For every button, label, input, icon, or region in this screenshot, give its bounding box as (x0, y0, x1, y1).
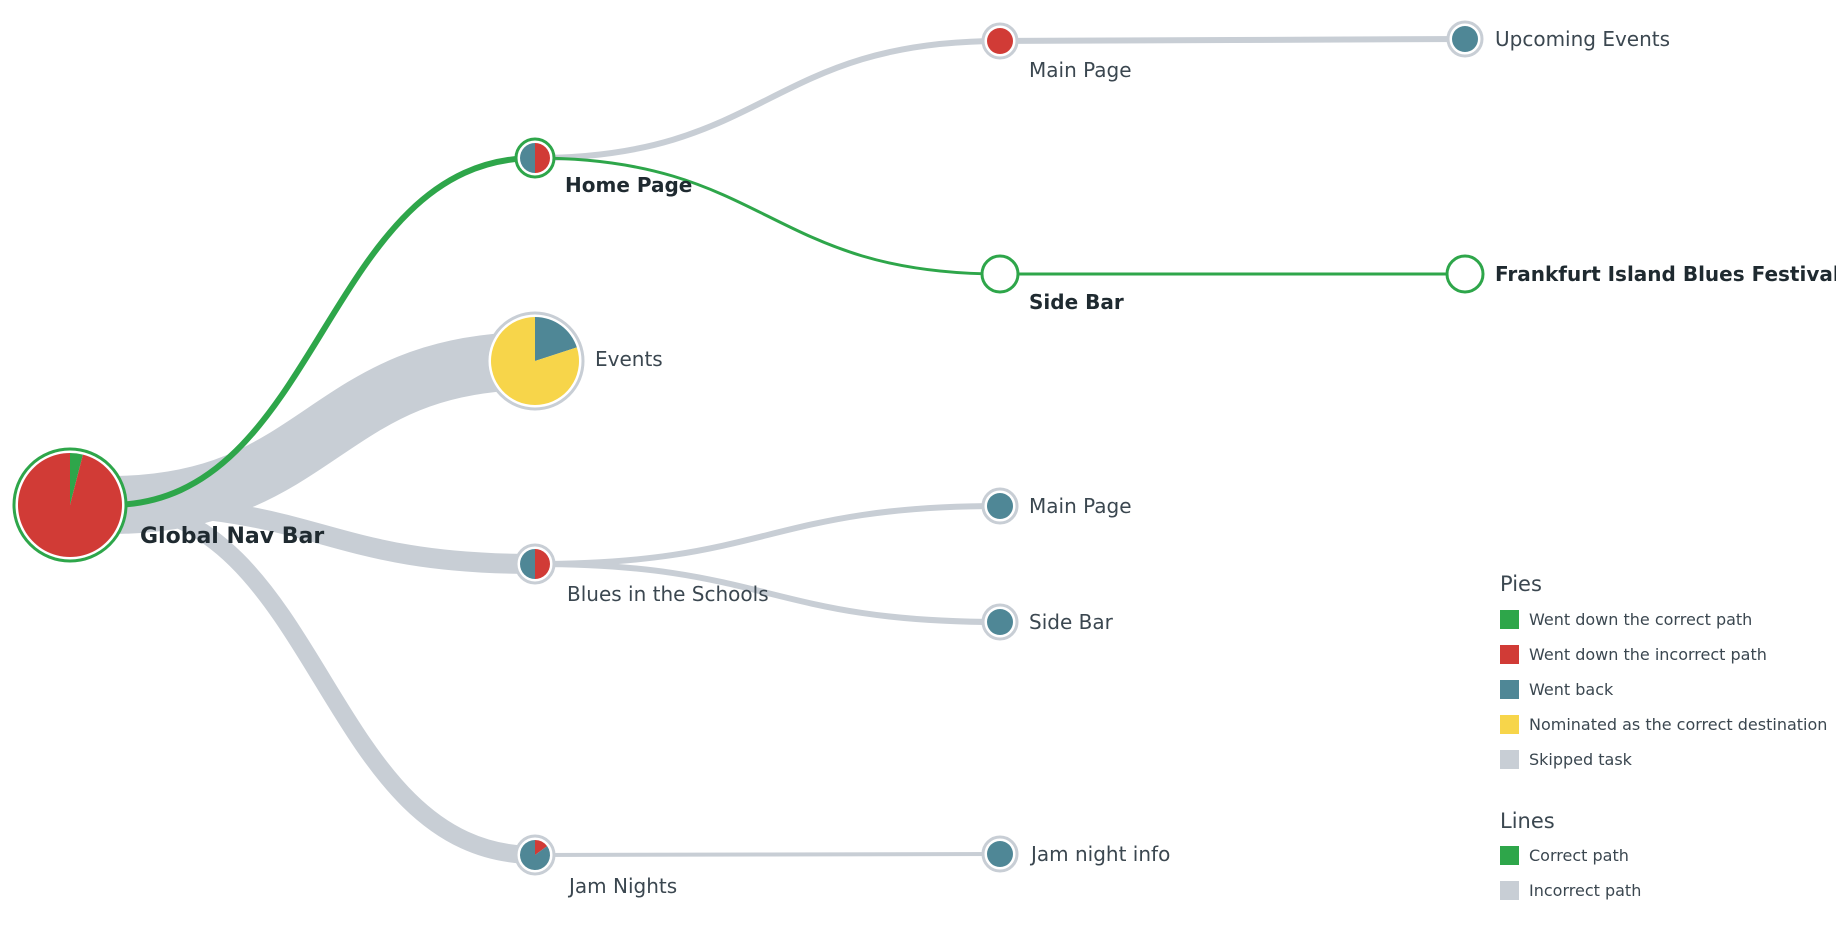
legend-lines-title: Lines (1500, 809, 1555, 833)
node-label: Side Bar (1029, 610, 1114, 634)
legend-item: Nominated as the correct destination (1500, 715, 1827, 734)
legend-item: Skipped task (1500, 750, 1633, 769)
node-jam-night-info[interactable]: Jam night info (981, 835, 1170, 873)
node-main-page-2[interactable]: Main Page (981, 487, 1132, 525)
legend-label: Correct path (1529, 846, 1629, 865)
legend-item: Incorrect path (1500, 881, 1641, 900)
link-global_nav_bar-to-home_page (107, 155, 538, 508)
legend-label: Nominated as the correct destination (1529, 715, 1827, 734)
legend-swatch (1500, 645, 1519, 664)
legend-item: Correct path (1500, 846, 1629, 865)
legend-label: Went down the correct path (1529, 610, 1752, 629)
pie-slice-incorrect (535, 840, 548, 855)
link-home_page-to-main_page_1 (532, 38, 1003, 161)
legend-swatch (1500, 610, 1519, 629)
node-label: Global Nav Bar (140, 524, 324, 549)
legend-swatch (1500, 846, 1519, 865)
pie-slice-went-back (1452, 26, 1478, 52)
legend-item: Went down the incorrect path (1500, 645, 1767, 664)
pie-slice-incorrect (535, 143, 550, 173)
node-main-page-1[interactable]: Main Page (981, 22, 1132, 82)
node-ring (980, 254, 1020, 294)
node-label: Side Bar (1029, 290, 1124, 314)
legend-label: Incorrect path (1529, 881, 1641, 900)
legend-label: Skipped task (1529, 750, 1633, 769)
pie-slice-went-back (520, 143, 535, 173)
legend-item: Went down the correct path (1500, 610, 1752, 629)
pie-slice-incorrect (535, 549, 550, 579)
node-events[interactable]: Events (485, 311, 663, 411)
node-side-bar-1[interactable]: Side Bar (980, 254, 1124, 314)
node-ring (1445, 254, 1485, 294)
legend-swatch (1500, 750, 1519, 769)
node-upcoming-events[interactable]: Upcoming Events (1446, 20, 1670, 58)
node-label: Frankfurt Island Blues Festival (1495, 262, 1836, 286)
legend-swatch (1500, 881, 1519, 900)
node-home-page[interactable]: Home Page (514, 137, 692, 197)
legend-label: Went down the incorrect path (1529, 645, 1767, 664)
node-label: Main Page (1029, 494, 1132, 518)
link-global_nav_bar-to-blues_in_the_schools (100, 495, 545, 574)
node-global-nav-bar[interactable]: Global Nav Bar (12, 447, 324, 563)
link-home_page-to-side_bar_1 (533, 156, 1002, 276)
link-jam_nights-to-jam_night_info (533, 852, 1002, 857)
node-label: Events (595, 347, 663, 371)
pie-slice-went-back (535, 317, 577, 361)
pie-slice-correct (70, 453, 83, 505)
links-layer (81, 36, 1468, 864)
node-jam-nights[interactable]: Jam Nights (514, 834, 677, 898)
node-label: Jam night info (1029, 842, 1170, 866)
legend-label: Went back (1529, 680, 1614, 699)
pie-slice-incorrect (987, 28, 1013, 54)
link-blues_in_the_schools-to-main_page_2 (532, 503, 1003, 567)
legend-item: Went back (1500, 680, 1614, 699)
link-global_nav_bar-to-events (81, 332, 564, 534)
node-label: Main Page (1029, 58, 1132, 82)
link-main_page_1-to-upcoming_events (997, 36, 1468, 44)
legend-swatch (1500, 715, 1519, 734)
node-label: Jam Nights (567, 874, 677, 898)
node-blues-in-the-schools[interactable]: Blues in the Schools (514, 543, 769, 606)
pie-slice-incorrect (17, 453, 122, 557)
legend-swatch (1500, 680, 1519, 699)
node-label: Blues in the Schools (567, 582, 769, 606)
node-label: Home Page (565, 173, 692, 197)
node-side-bar-2[interactable]: Side Bar (981, 603, 1114, 641)
pie-slice-went-back (987, 493, 1013, 519)
link-blues_in_the_schools-to-side_bar_2 (532, 561, 1003, 625)
pie-slice-went-back (987, 609, 1013, 635)
pie-slice-nominated (491, 317, 580, 405)
pie-slice-went-back (987, 841, 1013, 867)
node-label: Upcoming Events (1495, 27, 1670, 51)
legend-pies-title: Pies (1500, 572, 1542, 596)
pie-slice-went-back (520, 549, 535, 579)
link-global_nav_bar-to-jam_nights (101, 496, 544, 864)
node-frankfurt-festival[interactable]: Frankfurt Island Blues Festival (1445, 254, 1836, 294)
pie-slice-went-back (519, 840, 550, 870)
